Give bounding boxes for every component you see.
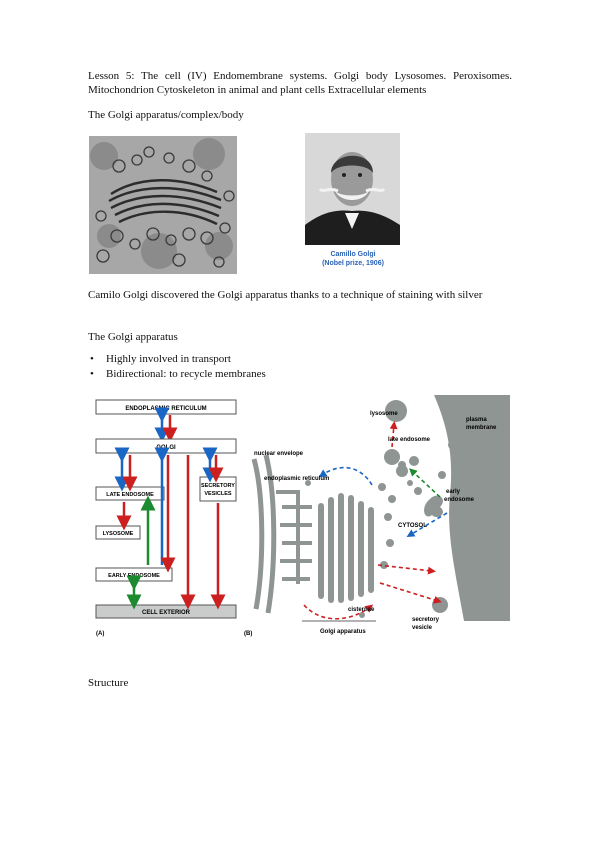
golgi-cell-illustration: lysosome plasma membrane late endosome n… [244,395,510,637]
label-secretory-vesicle-2: vesicle [412,625,433,631]
transport-flow-diagram: ENDOPLASMIC RETICULUM GOLGI LATE ENDOSOM… [95,399,237,637]
list-item-text: Bidirectional: to recycle membranes [106,368,266,380]
plasma-membrane-shape [434,395,510,621]
label-plasma-2: membrane [466,425,497,431]
list-item-text: Highly involved in transport [106,353,231,365]
bullet-icon: • [90,353,94,365]
er-shape [276,490,312,584]
arrow-golgi-to-secretory [379,582,442,604]
late-endosome-shape [384,449,419,477]
feature-list: • Highly involved in transport • Bidirecti… [90,352,266,382]
bullet-icon: • [90,368,94,380]
arrow-golgi-to-er [318,466,373,486]
label-nuclear-envelope: nuclear envelope [254,451,304,457]
vesicle-shapes [305,441,456,618]
golgi-micrograph-image [89,136,237,274]
section-title: The Golgi apparatus/complex/body [88,109,244,121]
discovery-sentence: Camilo Golgi discovered the Golgi appara… [88,289,483,301]
arrow-late-to-lysosome [389,421,398,448]
nuclear-envelope-shape [251,454,277,614]
label-secretory-vesicle-1: secretory [412,617,440,623]
early-endosome-label: EARLY ENDOSOME [108,573,160,579]
lesson-heading-line-1: Lesson 5: The cell (IV) Endomembrane sys… [88,70,512,82]
arrow-golgi-to-membrane [377,564,436,575]
early-endosome-shape [424,495,443,518]
diagram-b-label: (B) [244,631,252,637]
arrow-endosome-to-golgi [406,512,448,538]
cell-exterior-label: CELL EXTERIOR [142,610,191,616]
late-endosome-label: LATE ENDOSOME [106,492,154,498]
lysosome-label: LYSOSOME [103,531,134,537]
er-box-label: ENDOPLASMIC RETICULUM [125,406,206,412]
label-cisternae: cisternae [348,607,375,613]
label-early-endosome-1: early [446,489,461,495]
label-early-endosome-2: endosome [444,497,475,503]
label-cytosol: CYTOSOL [398,523,427,529]
label-er: endoplasmic reticulum [264,476,329,482]
structure-title: Structure [88,677,129,689]
secretory-vesicles-box [199,476,237,502]
lysosome-shape [385,400,407,422]
secretory-vesicles-label-1: SECRETORY [201,483,235,489]
lesson-heading-line-2: Mitochondrion Cytoskeleton in animal and… [88,84,427,96]
portrait-caption-prize: (Nobel prize, 1906) [322,260,384,267]
list-item: • Bidirectional: to recycle membranes [90,367,266,382]
diagram-a-label: (A) [96,631,104,637]
list-item: • Highly involved in transport [90,352,266,367]
portrait-caption-name: Camillo Golgi [330,251,376,258]
arrow-er-to-golgi [303,604,374,620]
arrow-early-to-late [409,468,441,498]
portrait-caption: Camillo Golgi (Nobel prize, 1906) [300,250,406,268]
golgi-stack-shape [318,493,374,603]
label-lysosome: lysosome [370,411,398,417]
label-late-endosome: late endosome [388,437,431,443]
camillo-golgi-portrait [305,133,400,245]
label-plasma-1: plasma [466,417,487,423]
golgi-subtitle: The Golgi apparatus [88,331,178,343]
label-golgi-apparatus: Golgi apparatus [320,629,366,635]
golgi-box-label: GOLGI [156,445,176,451]
secretory-vesicles-label-2: VESICLES [204,491,232,497]
